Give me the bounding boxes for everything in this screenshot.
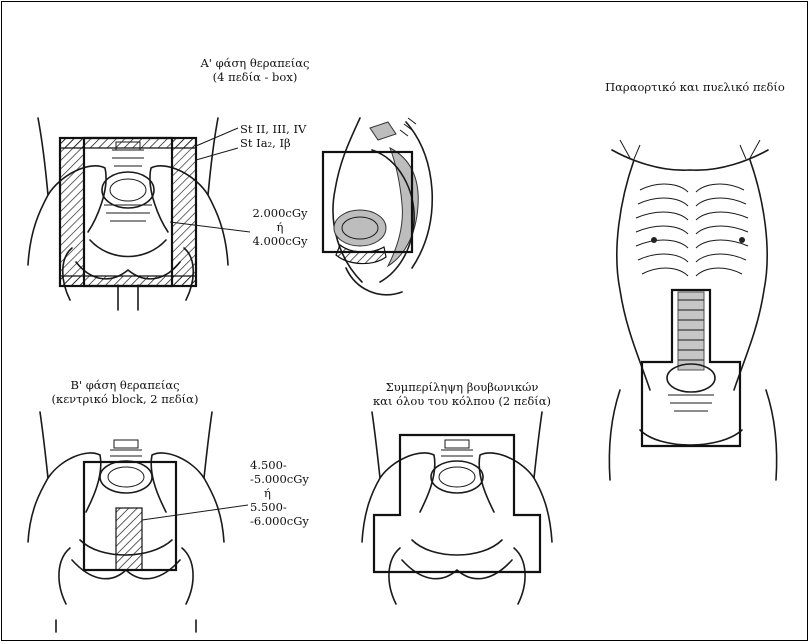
phase-b-dose: 4.500- -5.000cGy ή 5.500- -6.000cGy xyxy=(250,458,309,528)
dose-a-line1: 2.000cGy xyxy=(250,206,310,220)
dose-a-line2: ή xyxy=(250,220,310,234)
pelvis-ap-phase-a xyxy=(28,118,250,310)
inguinal-title: Συμπερίληψη βουβωνικών και όλου του κόλπ… xyxy=(352,380,572,408)
phase-a-dose: 2.000cGy ή 4.000cGy xyxy=(250,206,310,248)
dose-b-line1: 4.500- xyxy=(250,458,309,472)
stage-label-high: St II, III, IV xyxy=(240,122,306,136)
phase-a-title-line1: A' φάση θεραπείας xyxy=(170,56,340,70)
dose-b-line2: -5.000cGy xyxy=(250,472,309,486)
phase-b-title-line2: (κεντρικό block, 2 πεδία) xyxy=(30,392,220,406)
stage-label-low: St Ia₂, Iβ xyxy=(240,136,306,150)
para-aortic-title: Παραορτικό και πυελικό πεδίο xyxy=(590,80,800,94)
phase-a-title: A' φάση θεραπείας (4 πεδία - box) xyxy=(170,56,340,84)
phase-b-title-line1: B' φάση θεραπείας xyxy=(30,378,220,392)
phase-a-title-line2: (4 πεδία - box) xyxy=(170,70,340,84)
phase-b-title: B' φάση θεραπείας (κεντρικό block, 2 πεδ… xyxy=(30,378,220,406)
pelvis-lateral-view xyxy=(323,118,432,295)
dose-b-line3: ή xyxy=(250,486,309,500)
stage-labels: St II, III, IV St Ia₂, Iβ xyxy=(240,122,306,150)
pelvis-ap-phase-b xyxy=(28,412,248,632)
inguinal-title-line1: Συμπερίληψη βουβωνικών xyxy=(352,380,572,394)
dose-b-line5: -6.000cGy xyxy=(250,514,309,528)
inguinal-title-line2: και όλου του κόλπου (2 πεδία) xyxy=(352,394,572,408)
para-aortic-pelvic-view xyxy=(609,140,776,480)
dose-a-line3: 4.000cGy xyxy=(250,234,310,248)
dose-b-line4: 5.500- xyxy=(250,500,309,514)
pelvis-ap-inguinal xyxy=(362,412,552,604)
